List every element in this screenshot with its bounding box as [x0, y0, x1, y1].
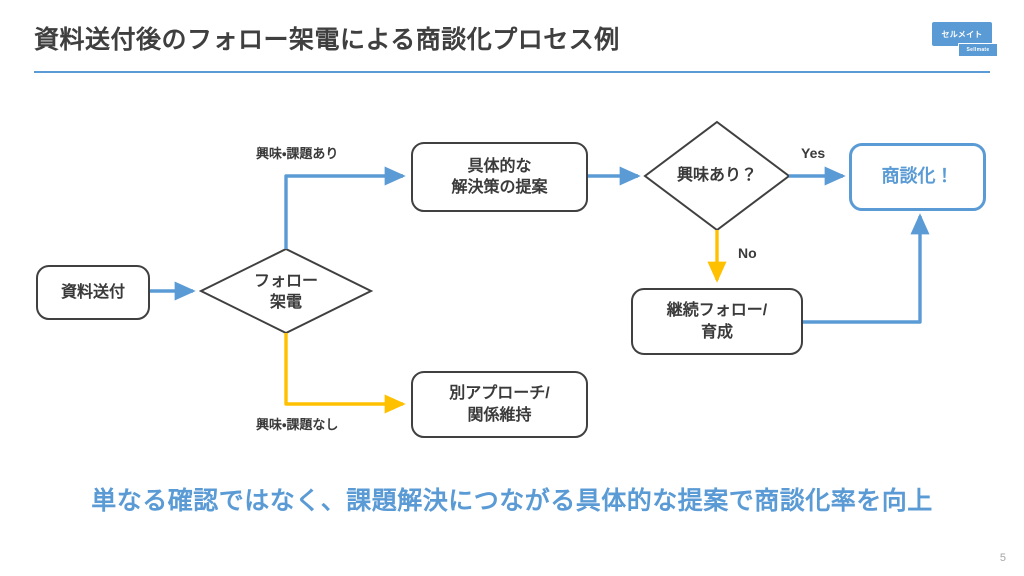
brand-logo: セルメイト Sellmate: [932, 22, 998, 57]
edge-call-to-alt: [284, 333, 406, 414]
node-follow-call[interactable]: フォロー 架電: [253, 272, 318, 311]
node-concrete-proposal[interactable]: 具体的な 解決策の提案: [411, 142, 588, 212]
edge-label-no: No: [738, 245, 757, 261]
edge-label-interest-yes: 興味・課題あり: [256, 146, 339, 161]
node-continued-nurture[interactable]: 継続フォロー/ 育成: [631, 288, 803, 355]
brand-logo-sublabel: Sellmate: [958, 43, 998, 57]
edge-call-to-proposal: [284, 166, 406, 249]
summary-caption: 単なる確認ではなく、課題解決につながる具体的な提案で商談化率を向上: [91, 487, 933, 515]
node-deal-created[interactable]: 商談化！: [849, 143, 986, 211]
brand-logo-label: セルメイト: [941, 29, 983, 39]
edge-label-interest-no: 興味・課題なし: [256, 417, 339, 432]
edge-nurture-to-deal: [803, 213, 930, 324]
page-title: 資料送付後のフォロー架電による商談化プロセス例: [34, 26, 620, 54]
node-alternative-approach[interactable]: 別アプローチ/ 関係維持: [411, 371, 588, 438]
node-document-sent[interactable]: 資料送付: [36, 265, 150, 320]
title-divider: [34, 71, 990, 73]
node-interest-check[interactable]: 興味あり？: [676, 167, 757, 185]
page-number: 5: [999, 552, 1006, 564]
edge-label-yes: Yes: [801, 145, 826, 161]
